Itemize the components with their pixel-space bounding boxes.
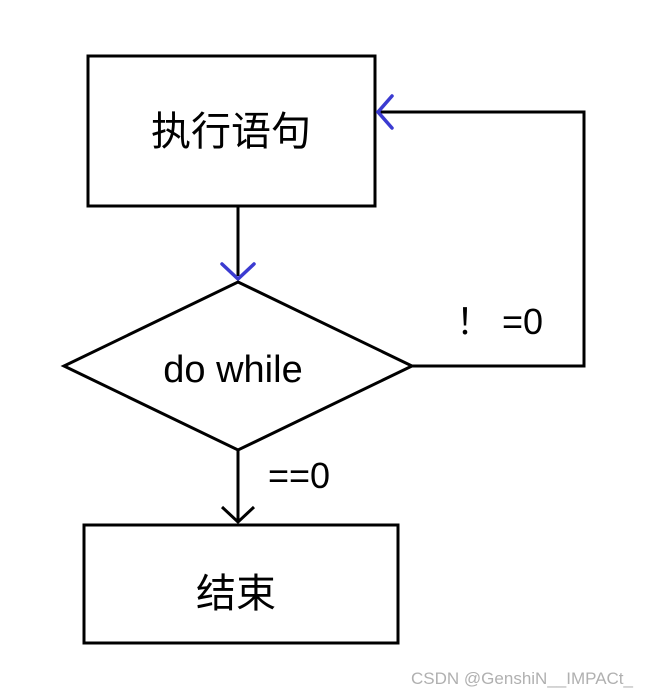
watermark-text: CSDN @GenshiN__IMPACt_: [411, 669, 634, 688]
arrowhead-down-black: [220, 505, 256, 525]
condition-label: do while: [163, 349, 302, 391]
loop-back-label: ！ =0: [456, 301, 543, 342]
arrowhead-left-blue: [375, 94, 394, 130]
edge-loop-back: [377, 110, 586, 368]
end-label: 结束: [196, 571, 276, 617]
execute-label: 执行语句: [151, 109, 311, 155]
exit-label: ==0: [268, 455, 330, 496]
end-box: [82, 523, 400, 645]
execute-box: [86, 54, 377, 208]
arrowhead-down-blue: [220, 262, 256, 282]
